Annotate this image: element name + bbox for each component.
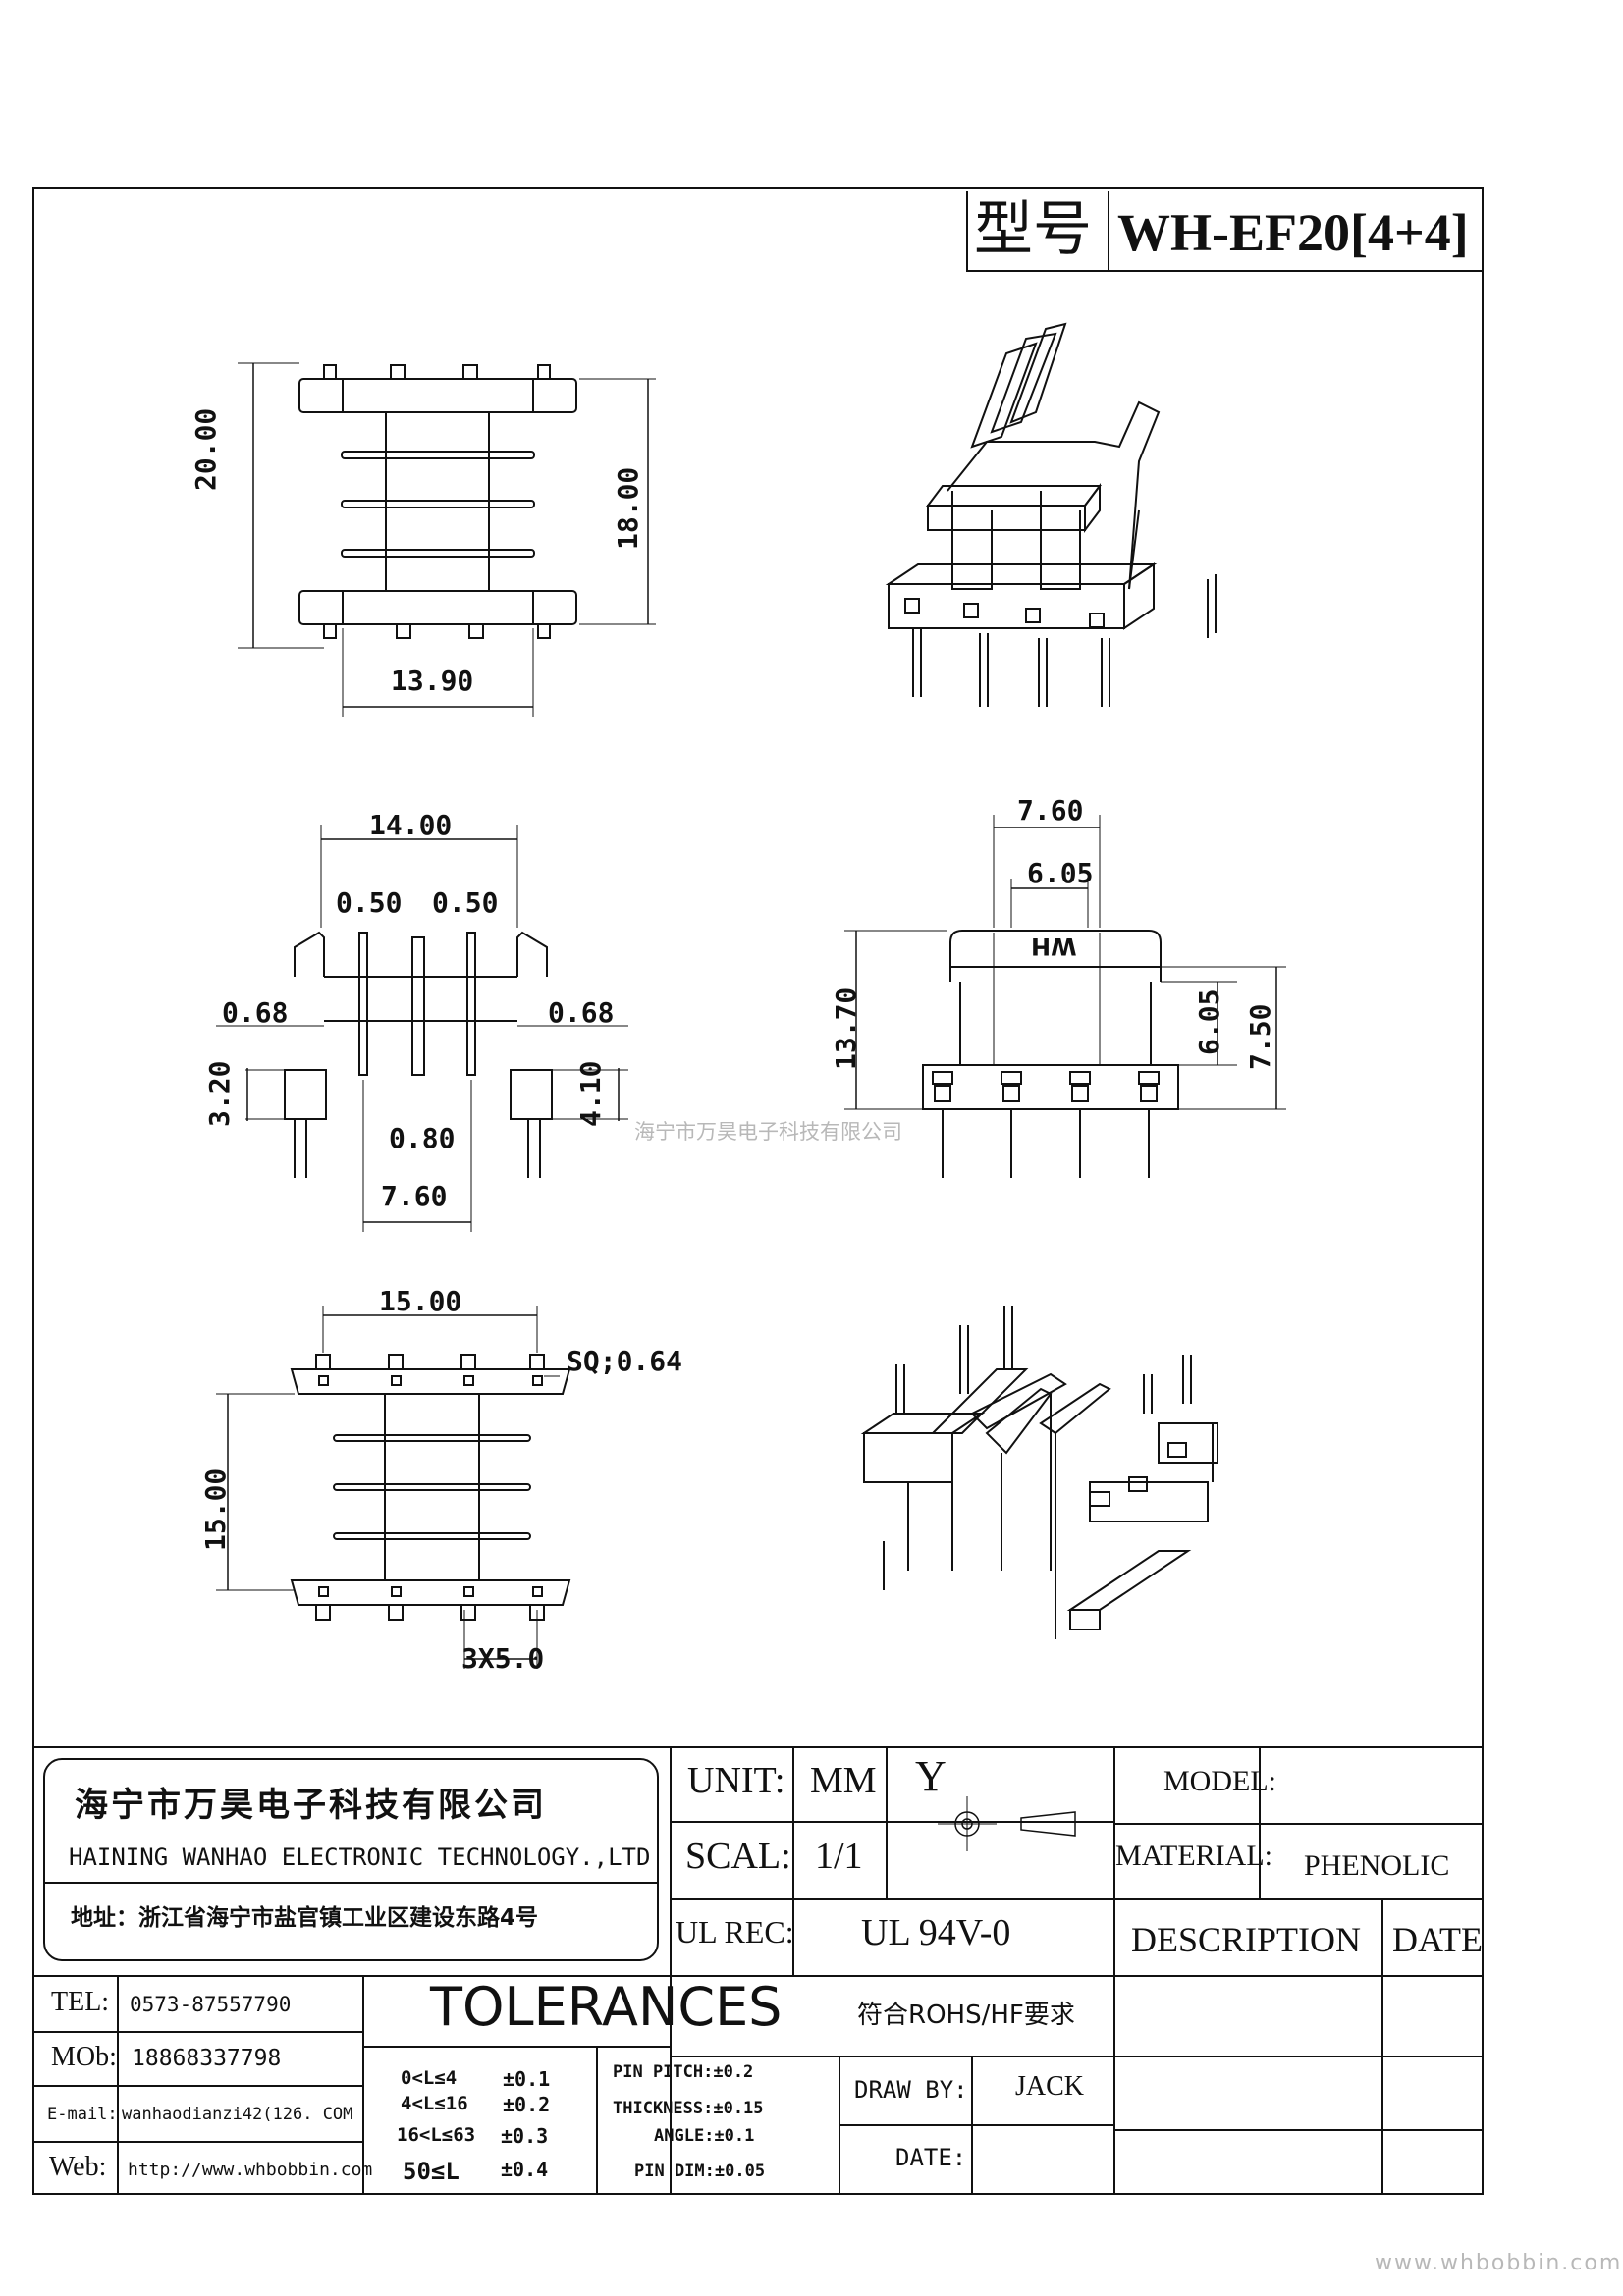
- tol-pin-dim: PIN DIM:±0.05: [634, 2162, 766, 2181]
- dim-side-overall-width: 14.00: [369, 809, 453, 841]
- dim-front-width: 13.90: [391, 665, 474, 697]
- ulrec-value: UL 94V-0: [861, 1912, 1011, 1953]
- draw-by-value: JACK: [1015, 2071, 1085, 2102]
- dim-bottom-span-y: 15.00: [199, 1468, 232, 1551]
- model-label: 型号: [974, 197, 1092, 262]
- tel-value: 0573-87557790: [130, 1993, 292, 2016]
- mob-value: 18868337798: [132, 2046, 282, 2071]
- web-label: Web:: [49, 2152, 107, 2182]
- tol-pin-pitch: PIN PITCH:±0.2: [613, 2062, 754, 2082]
- dim-pin-base: 4.10: [574, 1060, 607, 1127]
- rohs-note: 符合ROHS/HF要求: [857, 2001, 1075, 2030]
- material-value: PHENOLIC: [1304, 1849, 1450, 1882]
- tolerances-title: TOLERANCES: [430, 1976, 783, 2038]
- web-value: http://www.whbobbin.com: [128, 2160, 373, 2180]
- email-value: wanhaodianzi42(126. COM: [122, 2105, 353, 2124]
- company-address: 地址：浙江省海宁市盐官镇工业区建设东路4号: [71, 1905, 539, 1931]
- dim-step-left: 0.68: [222, 996, 289, 1029]
- tel-label: TEL:: [51, 1987, 110, 2017]
- dim-inner-height: 18.00: [612, 466, 644, 550]
- tol-range-1: 0<L≤4: [401, 2067, 458, 2089]
- dim-overall-height: 20.00: [189, 407, 222, 491]
- projection-letter: Y: [915, 1752, 947, 1800]
- end-view: [844, 815, 1286, 1178]
- dim-step-right: 0.68: [548, 996, 615, 1029]
- dim-end-inner-width: 6.05: [1027, 857, 1094, 889]
- model-number: WH-EF20[4+4]: [1117, 203, 1469, 262]
- front-view: [238, 362, 656, 717]
- dim-outer-height: 7.50: [1244, 1003, 1276, 1070]
- tol-value-2: ±0.2: [503, 2093, 551, 2116]
- drawing-watermark: 海宁市万昊电子科技有限公司: [634, 1120, 902, 1144]
- dim-flange-right: 0.50: [432, 886, 499, 919]
- dim-window-height: 6.05: [1193, 988, 1225, 1055]
- company-name-cn: 海宁市万昊电子科技有限公司: [75, 1786, 547, 1825]
- material-label: MATERIAL:: [1115, 1840, 1272, 1872]
- model-header-box: [966, 191, 1483, 272]
- tol-value-4: ±0.4: [501, 2158, 549, 2181]
- mob-label: MOb:: [51, 2042, 117, 2072]
- dim-end-top-width: 7.60: [1017, 794, 1084, 827]
- dim-pin-height: 3.20: [203, 1060, 236, 1127]
- projection-symbol: [938, 1796, 1076, 1851]
- email-label: E-mail:: [47, 2105, 118, 2124]
- dim-bottom-span-x: 15.00: [379, 1285, 462, 1317]
- ulrec-label: UL REC:: [676, 1914, 794, 1949]
- tol-range-3: 16<L≤63: [397, 2124, 476, 2146]
- scale-value: 1/1: [815, 1836, 863, 1877]
- tol-range-2: 4<L≤16: [401, 2093, 468, 2114]
- logo-hw: HW: [1031, 933, 1077, 960]
- dim-pin-span: 7.60: [381, 1180, 448, 1212]
- dim-flange-left: 0.50: [336, 886, 403, 919]
- title-block-grid: [32, 1746, 1484, 2195]
- tol-value-1: ±0.1: [503, 2067, 551, 2091]
- footer-watermark: www.whbobbin.com: [1375, 2251, 1623, 2275]
- dim-pitch: 3X5.0: [461, 1642, 545, 1675]
- bottom-view: [216, 1306, 571, 1669]
- scale-label: SCAL:: [685, 1836, 791, 1877]
- isometric-top: [885, 322, 1217, 707]
- dim-wall: 0.80: [389, 1122, 456, 1154]
- company-name-en: HAINING WANHAO ELECTRONIC TECHNOLOGY.,LT…: [69, 1843, 651, 1871]
- tol-angle: ANGLE:±0.1: [654, 2126, 755, 2146]
- side-view: [216, 825, 628, 1232]
- description-header: DESCRIPTION: [1131, 1920, 1362, 1959]
- date-column-header: DATE: [1392, 1920, 1483, 1959]
- isometric-bottom: [860, 1306, 1218, 1639]
- date-label: DATE:: [895, 2144, 967, 2171]
- tol-value-3: ±0.3: [501, 2124, 549, 2148]
- unit-label: UNIT:: [687, 1760, 785, 1801]
- draw-by-label: DRAW BY:: [854, 2076, 968, 2104]
- dim-pin-square: SQ;0.64: [567, 1345, 683, 1377]
- tol-range-4: 50≤L: [403, 2158, 460, 2185]
- model-field-label: MODEL:: [1163, 1765, 1276, 1797]
- drawing-frame: [32, 187, 1484, 2195]
- dim-end-height: 13.70: [830, 987, 862, 1070]
- unit-value: MM: [810, 1760, 877, 1801]
- tol-thickness: THICKNESS:±0.15: [613, 2099, 764, 2118]
